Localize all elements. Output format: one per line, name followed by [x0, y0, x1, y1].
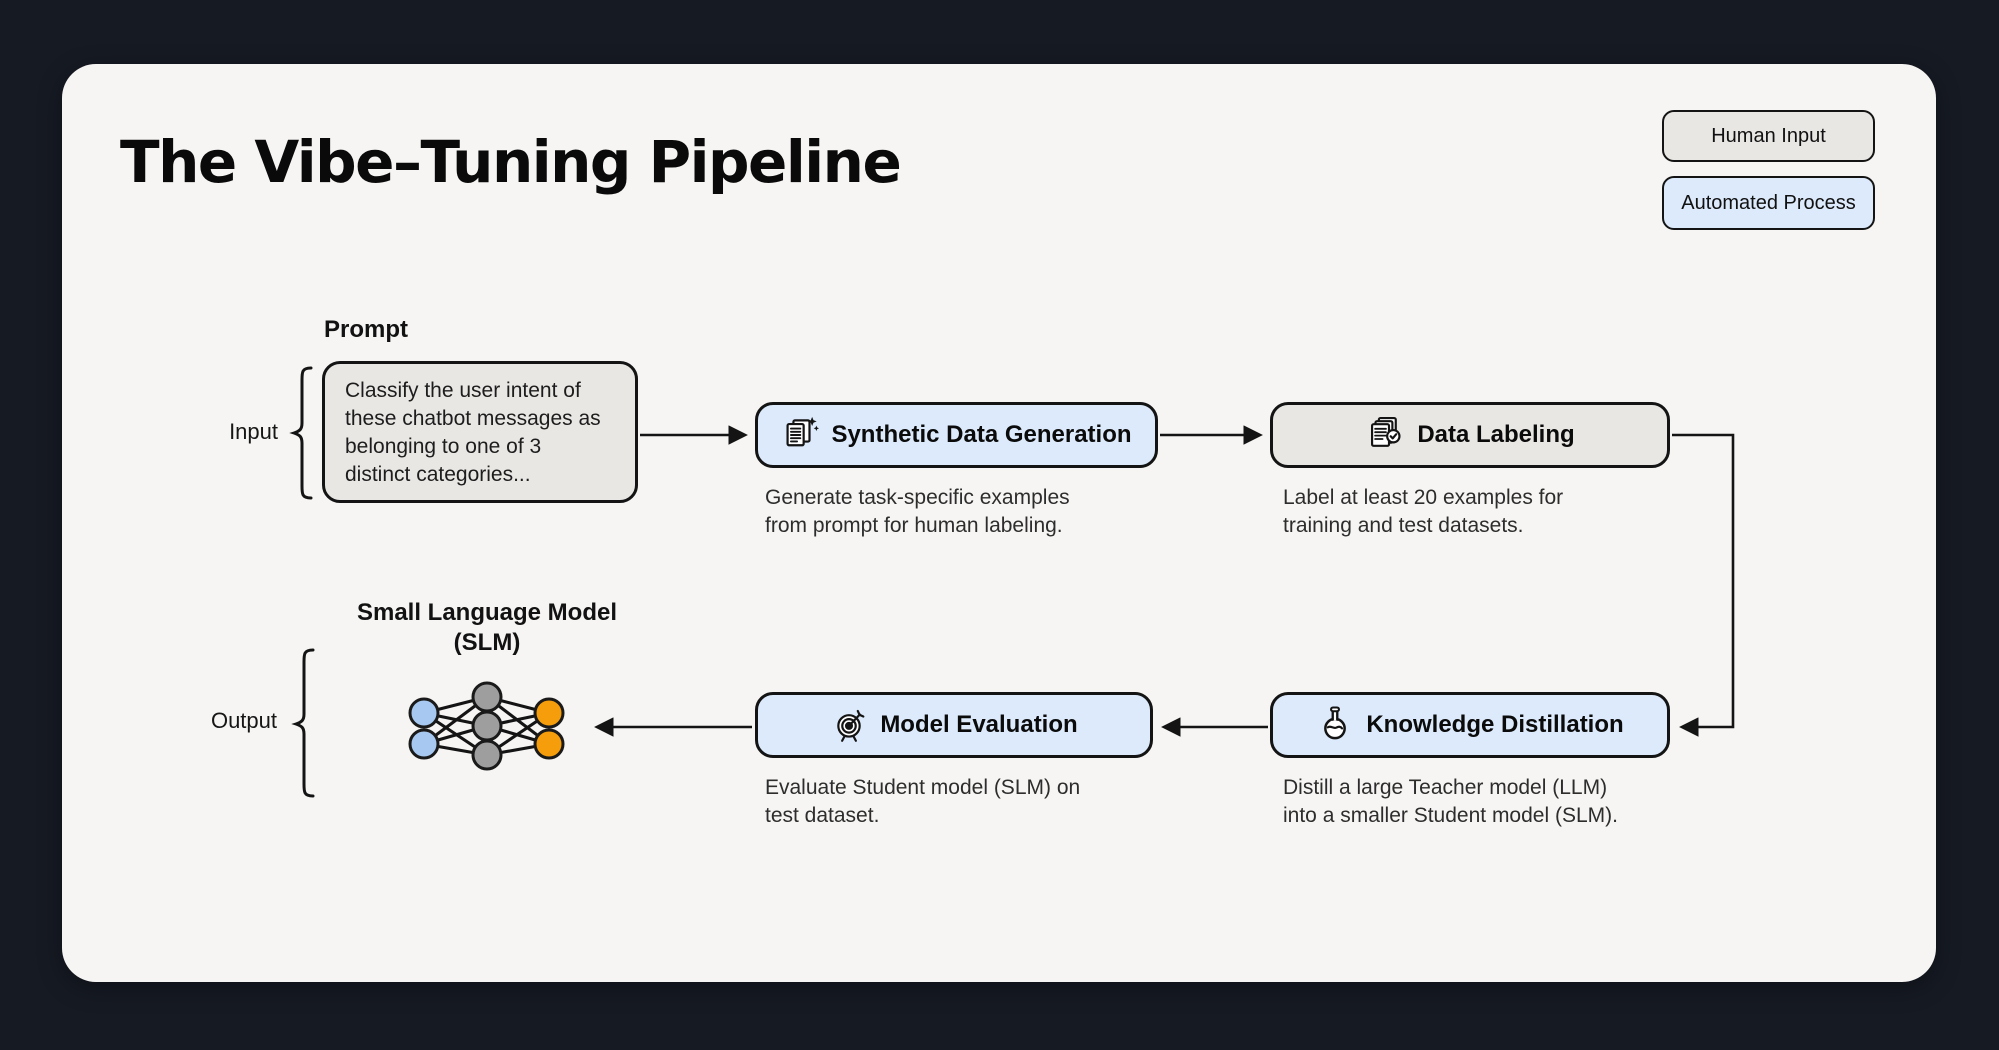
step-description-line: training and test datasets.: [1283, 514, 1524, 537]
step-description: Distill a large Teacher model (LLM) into…: [1283, 774, 1618, 830]
legend-human-label: Human Input: [1711, 124, 1826, 147]
page-title: The Vibe–Tuning Pipeline: [120, 128, 902, 196]
step-description: Generate task-specific examples from pro…: [765, 484, 1070, 540]
target-icon: [837, 709, 865, 742]
flask-icon: [1324, 706, 1347, 740]
slm-label: Small Language Model (SLM): [317, 598, 657, 658]
prompt-text-line: belonging to one of 3: [345, 435, 542, 458]
step-description-line: Generate task-specific examples: [765, 486, 1070, 509]
prompt-box-title: Prompt: [324, 316, 408, 343]
step-description-line: Evaluate Student model (SLM) on: [765, 776, 1081, 799]
slm-label-line1: Small Language Model: [356, 599, 618, 626]
step-knowledge-distillation: Knowledge Distillation: [1270, 692, 1670, 758]
step-label: Knowledge Distillation: [1366, 711, 1624, 738]
step-description-line: from prompt for human labeling.: [765, 514, 1063, 537]
prompt-text-line: distinct categories...: [345, 463, 531, 486]
step-data-labeling: Data Labeling: [1270, 402, 1670, 468]
output-bracket-label: Output: [210, 708, 277, 733]
step-label: Synthetic Data Generation: [831, 421, 1132, 448]
step-description-line: test dataset.: [765, 804, 880, 827]
step-description-line: Label at least 20 examples for: [1283, 486, 1564, 509]
legend-automated-label: Automated Process: [1681, 191, 1856, 214]
step-description-line: Distill a large Teacher model (LLM): [1283, 776, 1608, 799]
step-model-evaluation: Model Evaluation: [755, 692, 1153, 758]
prompt-text-line: these chatbot messages as: [345, 407, 601, 430]
prompt-text-line: Classify the user intent of: [345, 379, 581, 402]
legend-automated-process: Automated Process: [1662, 176, 1875, 230]
step-description: Label at least 20 examples for training …: [1283, 484, 1563, 540]
step-description: Evaluate Student model (SLM) on test dat…: [765, 774, 1080, 830]
slm-label-line2: (SLM): [453, 629, 521, 656]
prompt-box: Classify the user intent of these chatbo…: [322, 361, 638, 503]
pipeline-card: [62, 64, 1936, 982]
documents-check-icon: [1371, 417, 1401, 447]
step-synthetic-data-generation: Synthetic Data Generation: [755, 402, 1158, 468]
step-label: Model Evaluation: [880, 711, 1078, 738]
step-label: Data Labeling: [1417, 421, 1575, 448]
document-sparkles-icon: [786, 416, 820, 447]
input-bracket-label: Input: [229, 419, 278, 444]
legend-human-input: Human Input: [1662, 110, 1875, 162]
step-description-line: into a smaller Student model (SLM).: [1283, 804, 1618, 827]
